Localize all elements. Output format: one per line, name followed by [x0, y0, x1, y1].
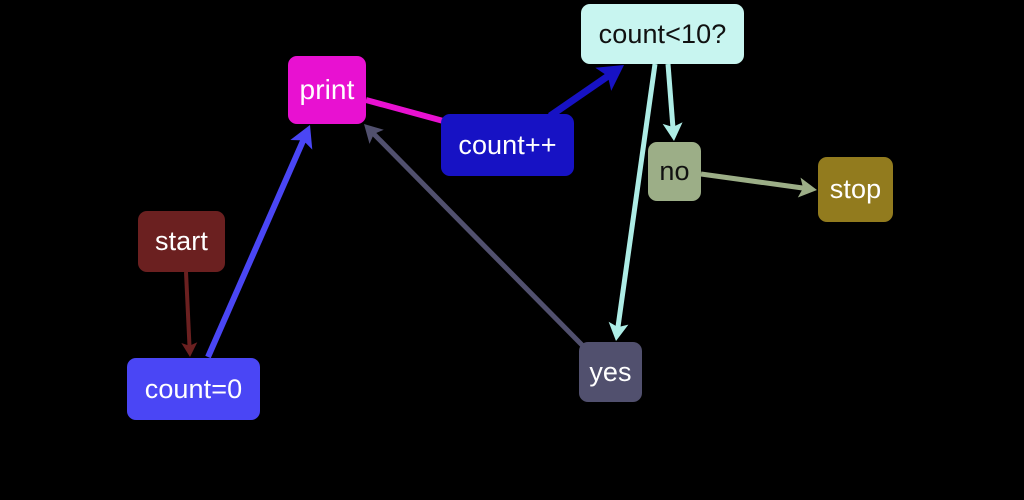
edge-start-to-count0: [184, 271, 192, 347]
node-count0[interactable]: count=0: [127, 358, 260, 420]
node-countpp[interactable]: count++: [441, 114, 574, 176]
node-label-countlt10: count<10?: [598, 18, 727, 49]
node-label-countpp: count++: [458, 129, 557, 160]
node-countlt10[interactable]: count<10?: [581, 4, 744, 64]
arrowhead-countpp-to-countlt10: [595, 65, 624, 91]
arrowhead-count0-to-print: [290, 125, 313, 150]
node-stop[interactable]: stop: [818, 157, 893, 222]
node-start[interactable]: start: [138, 211, 225, 272]
node-no[interactable]: no: [648, 142, 701, 201]
arrowhead-yes-to-print: [364, 124, 384, 144]
edge-countlt10-to-no: [665, 63, 676, 128]
node-print[interactable]: print: [288, 56, 366, 124]
edge-print-to-countpp: [365, 97, 448, 125]
edge-countpp-to-countlt10: [548, 72, 611, 119]
node-label-start: start: [154, 226, 208, 256]
node-label-no: no: [659, 156, 690, 186]
node-label-yes: yes: [589, 356, 632, 387]
arrowhead-countlt10-to-no: [662, 122, 683, 141]
node-yes[interactable]: yes: [579, 342, 642, 402]
arrowhead-start-to-count0: [181, 342, 198, 357]
node-label-count0: count=0: [144, 373, 243, 404]
arrowhead-no-to-stop: [797, 177, 817, 198]
node-label-stop: stop: [829, 174, 882, 204]
arrowhead-countlt10-to-yes: [608, 321, 629, 341]
edge-no-to-stop: [700, 171, 804, 191]
node-label-print: print: [299, 74, 355, 105]
